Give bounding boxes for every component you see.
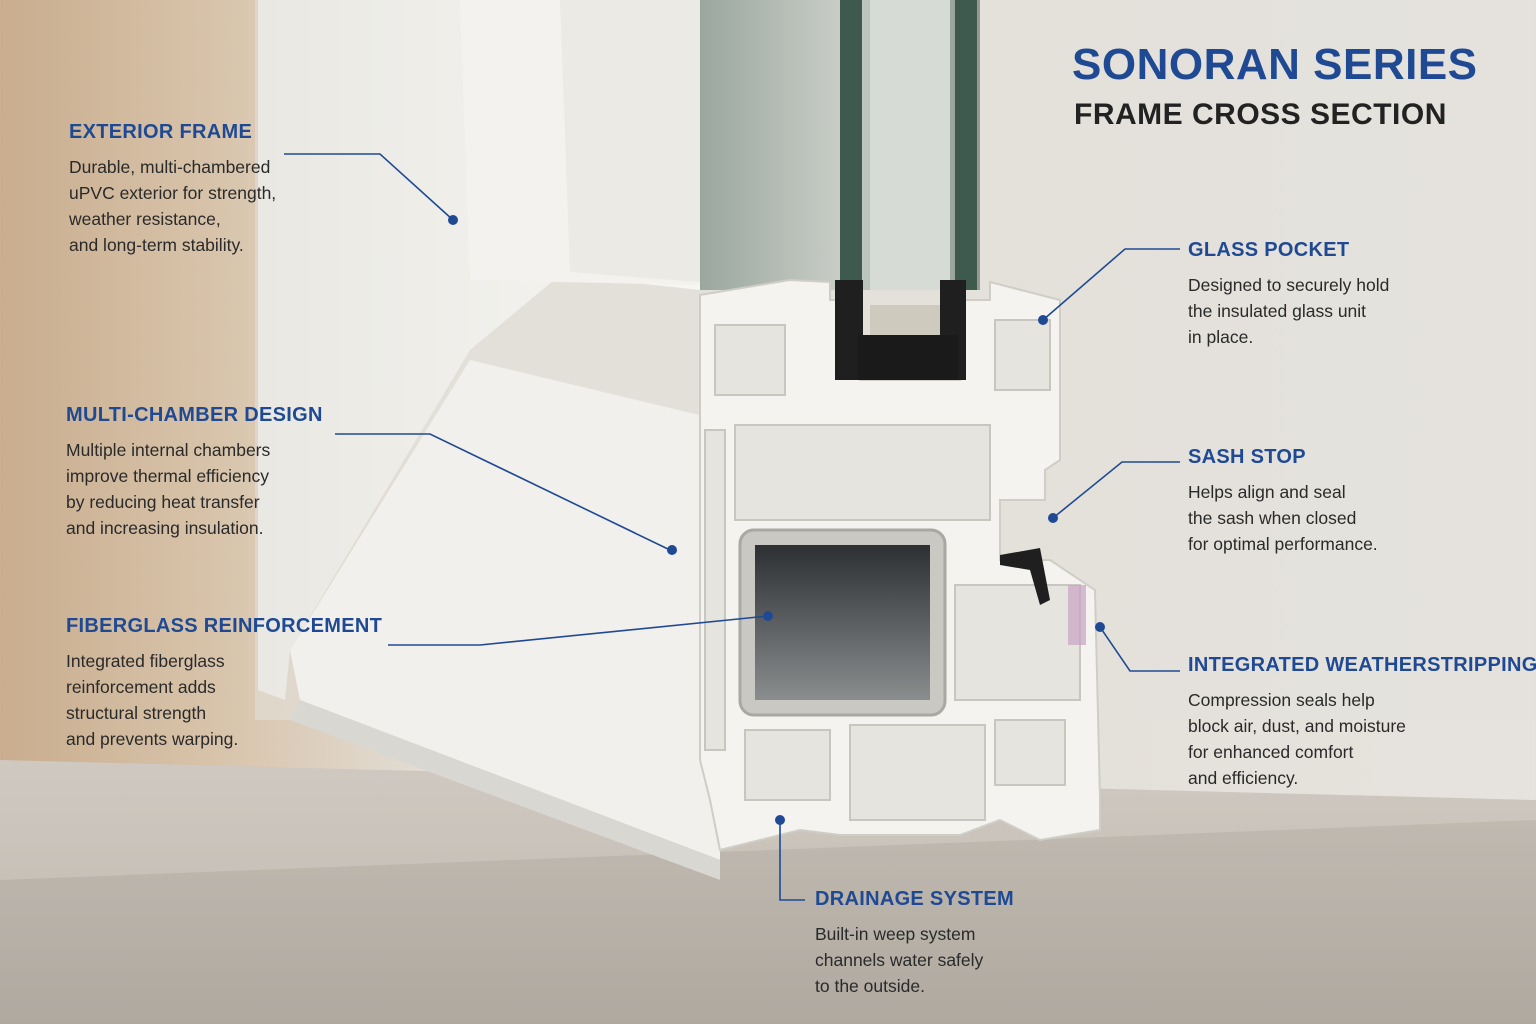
leader-dots [448,215,1105,825]
callout-text: for optimal performance. [1188,534,1378,554]
callout-text: Durable, multi-chambered [69,157,271,177]
callout-text: channels water safely [815,950,984,970]
callout-text: to the outside. [815,976,925,996]
callout-text: by reducing heat transfer [66,492,260,512]
callout-sash-stop: SASH STOP Helps align and seal the sash … [1188,446,1378,557]
floor-surface [0,760,1536,1024]
callout-text: and long-term stability. [69,235,244,255]
callout-title: SASH STOP [1188,446,1306,468]
callout-text: Integrated fiberglass [66,651,225,671]
callout-title: DRAINAGE SYSTEM [815,888,1014,910]
callout-text: structural strength [66,703,207,723]
frame-profile-face [699,278,1101,852]
callout-multi-chamber-design: MULTI-CHAMBER DESIGN Multiple internal c… [66,404,323,541]
callout-text: Built-in weep system [815,924,976,944]
callout-text: in place. [1188,327,1254,347]
callout-text: the insulated glass unit [1188,301,1367,321]
callout-title: FIBERGLASS REINFORCEMENT [66,615,383,637]
leader-lines [284,153,1180,901]
frame-side-face [258,0,720,880]
callout-text: and efficiency. [1188,768,1299,788]
callout-text: for enhanced comfort [1188,742,1354,762]
callout-text: weather resistance, [69,209,221,229]
callout-text: Designed to securely hold [1188,275,1390,295]
callout-text: Compression seals help [1188,690,1375,710]
callout-title: EXTERIOR FRAME [69,121,253,143]
callout-text: improve thermal efficiency [66,466,269,486]
glass-unit [700,0,980,343]
callout-glass-pocket: GLASS POCKET Designed to securely hold t… [1188,239,1389,350]
page-title: SONORAN SERIES [1072,40,1478,89]
callout-title: GLASS POCKET [1188,239,1350,261]
callout-title: MULTI-CHAMBER DESIGN [66,404,323,426]
callout-text: and increasing insulation. [66,518,264,538]
callout-integrated-weatherstripping: INTEGRATED WEATHERSTRIPPING Compression … [1188,654,1536,791]
callout-title: INTEGRATED WEATHERSTRIPPING [1188,654,1536,676]
callout-text: Helps align and seal [1188,482,1346,502]
callout-drainage-system: DRAINAGE SYSTEM Built-in weep system cha… [815,888,1014,999]
callout-text: reinforcement adds [66,677,216,697]
callout-text: uPVC exterior for strength, [69,183,277,203]
callout-exterior-frame: EXTERIOR FRAME Durable, multi-chambered … [69,121,276,258]
callout-fiberglass-reinforcement: FIBERGLASS REINFORCEMENT Integrated fibe… [66,615,382,752]
callout-text: and prevents warping. [66,729,239,749]
callout-text: the sash when closed [1188,508,1357,528]
callout-text: block air, dust, and moisture [1188,716,1406,736]
callout-text: Multiple internal chambers [66,440,271,460]
page-subtitle: FRAME CROSS SECTION [1074,98,1447,131]
